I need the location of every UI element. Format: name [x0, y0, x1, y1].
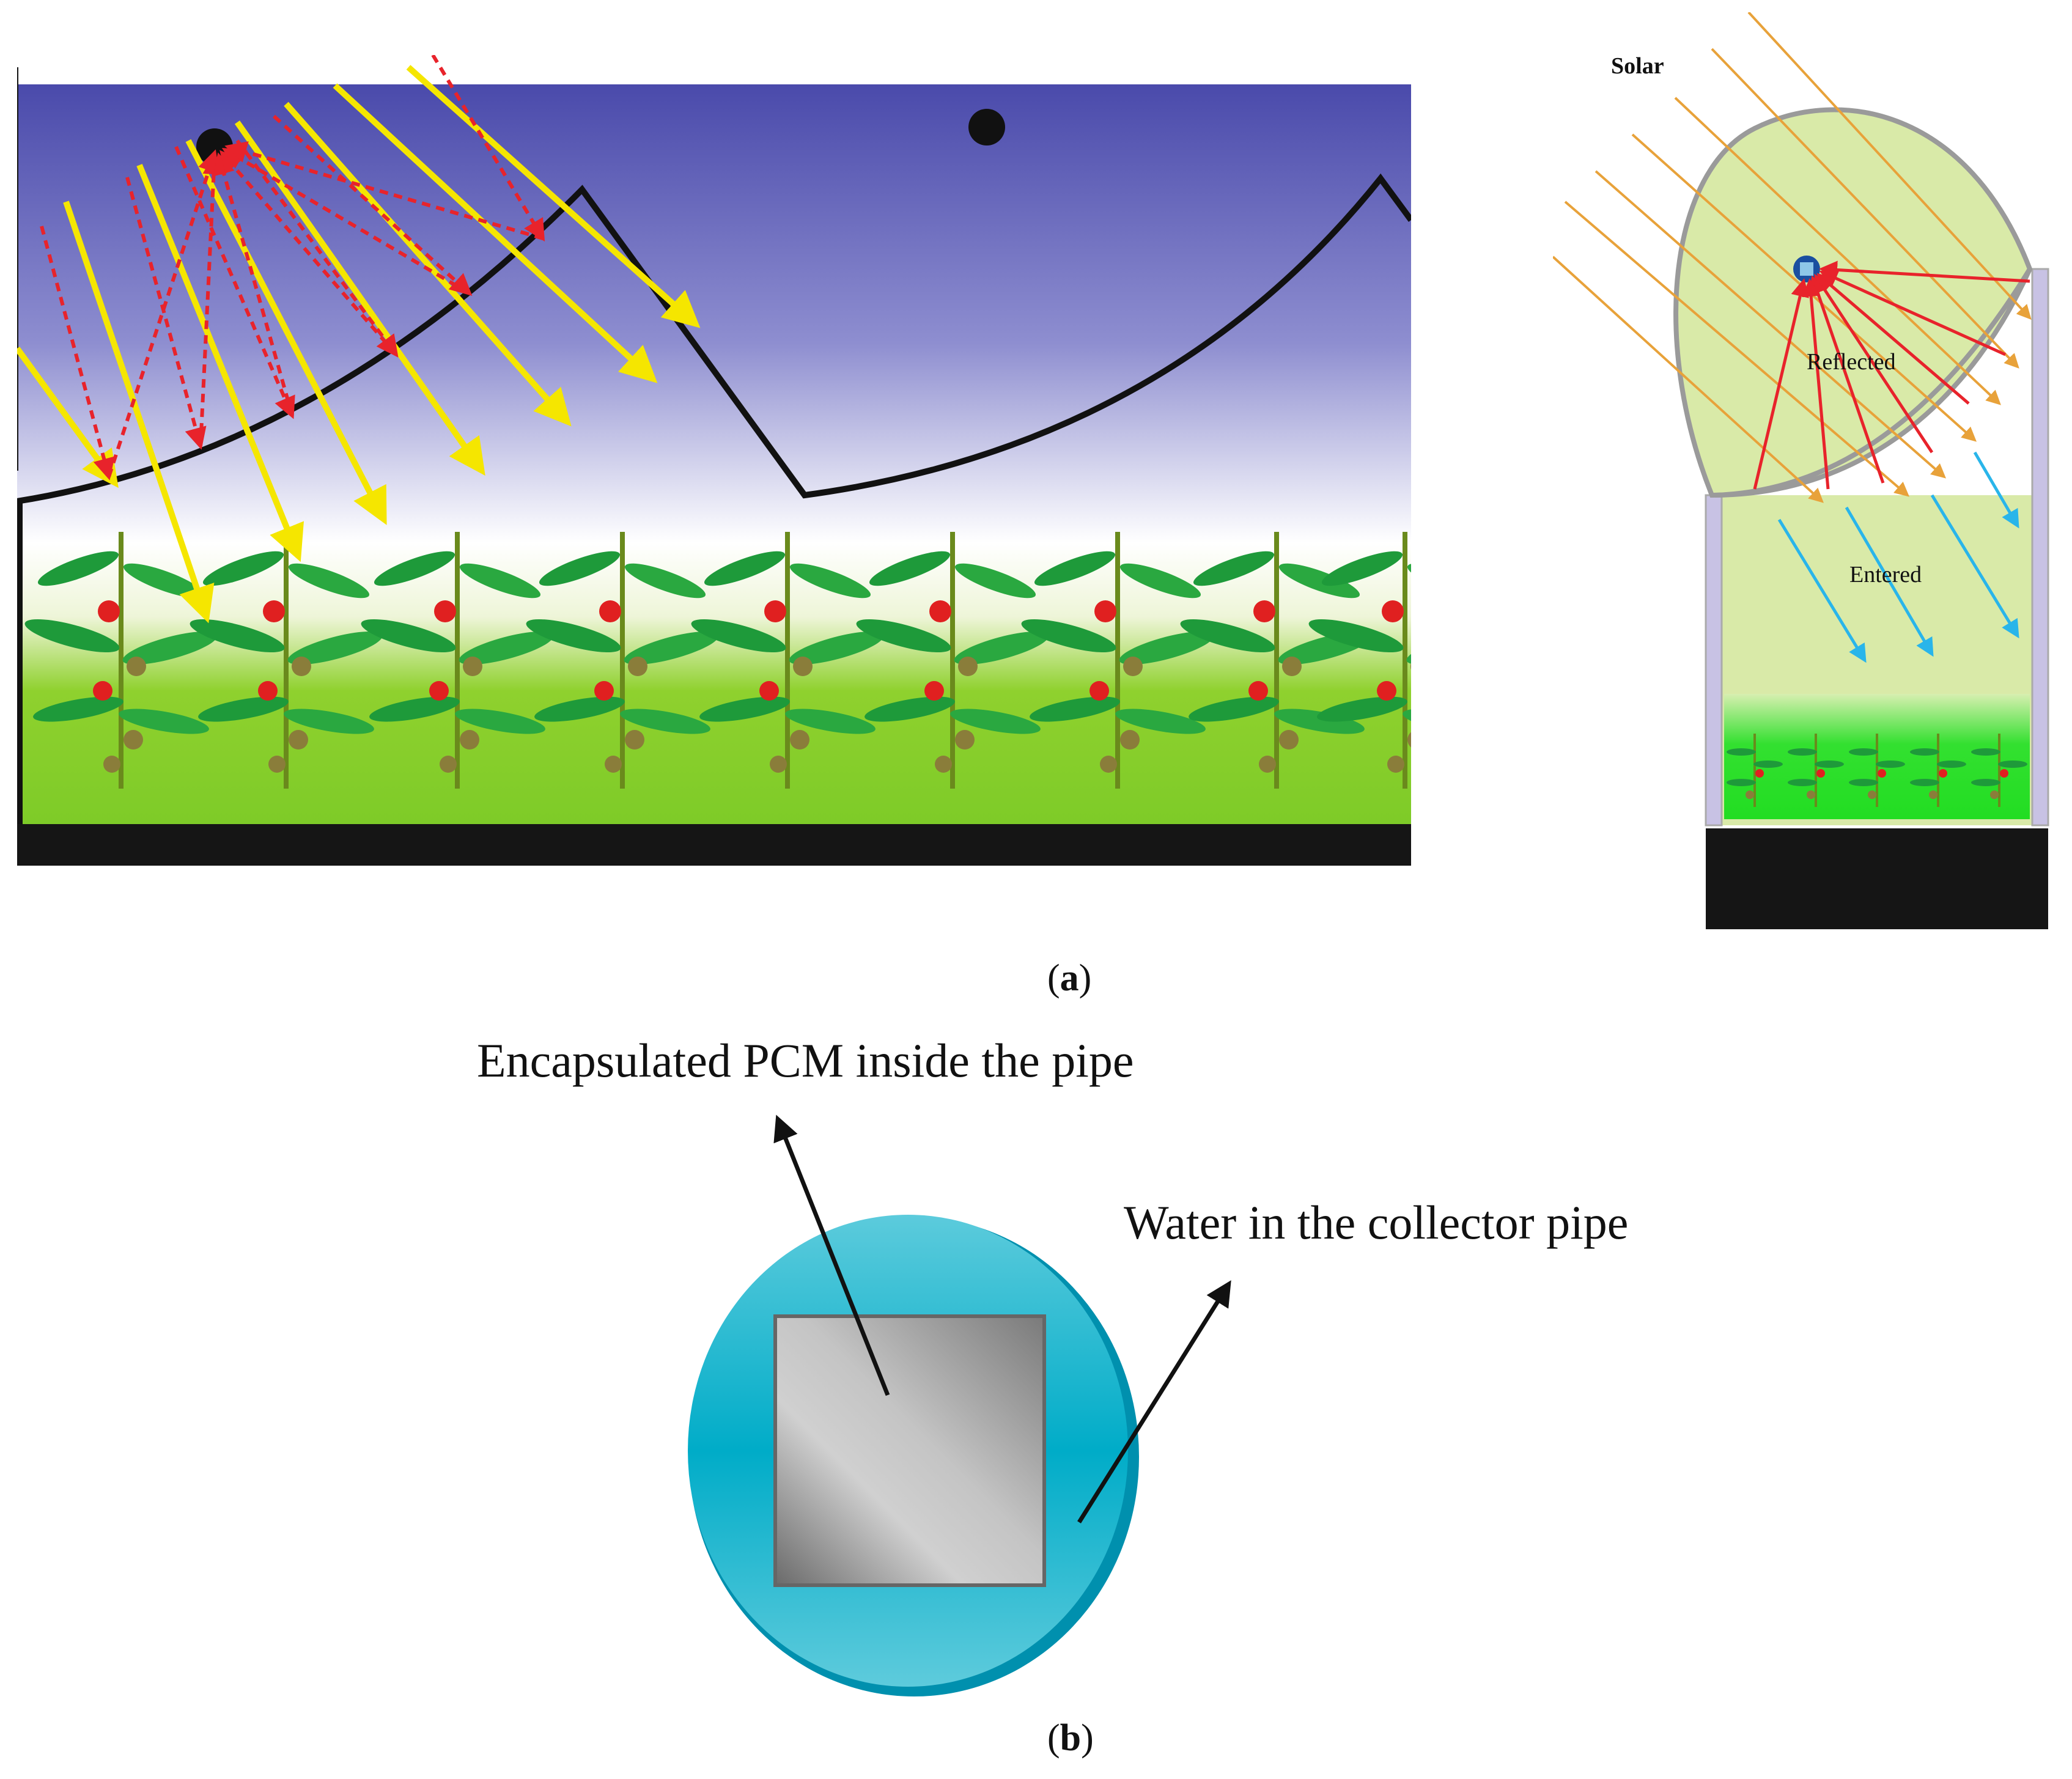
- reflected-rays: [40, 55, 545, 481]
- caption-b-open: (: [1047, 1717, 1060, 1759]
- label-solar: Solar: [1611, 53, 1664, 79]
- pipe-cross-section: [673, 1100, 1284, 1712]
- greenhouse-diagram: [17, 55, 1411, 880]
- caption-a-close: ): [1078, 957, 1092, 999]
- arrow-to-water-label: [1077, 1280, 1231, 1523]
- caption-b-close: ): [1081, 1717, 1094, 1759]
- collector-pipe-core: [1800, 262, 1813, 276]
- arrow-to-pcm-label: [773, 1114, 890, 1396]
- caption-a-open: (: [1047, 957, 1060, 999]
- label-entered: Entered: [1849, 562, 1922, 587]
- label-encapsulated-pcm: Encapsulated PCM inside the pipe: [477, 1034, 1134, 1087]
- caption-b: (b): [1047, 1717, 1094, 1760]
- label-water-collector: Water in the collector pipe: [1124, 1196, 1629, 1249]
- pipe-svg: [688, 1114, 1231, 1696]
- enclosure-right-wall: [2031, 268, 2049, 827]
- greenhouse-svg: [17, 55, 1411, 866]
- section-base: [1706, 828, 2048, 929]
- reflector-curve: [1714, 267, 2032, 498]
- greenhouse-roof: [17, 173, 1411, 504]
- solar-rays: [17, 65, 701, 624]
- caption-a: (a): [1047, 957, 1091, 1000]
- collector-pipe-dot-2: [968, 109, 1005, 145]
- entered-rays: [1777, 451, 2019, 663]
- caption-a-letter: a: [1060, 957, 1079, 999]
- caption-b-letter: b: [1060, 1717, 1082, 1759]
- ground-base: [17, 824, 1411, 866]
- enclosure-left-wall: [1705, 494, 1723, 827]
- reflected-rays-section: [1753, 260, 2030, 490]
- label-reflected: Reflected: [1807, 349, 1896, 375]
- section-svg: [1553, 12, 2049, 929]
- pcm-capsule: [773, 1314, 1046, 1587]
- section-diagram: [1553, 12, 2066, 929]
